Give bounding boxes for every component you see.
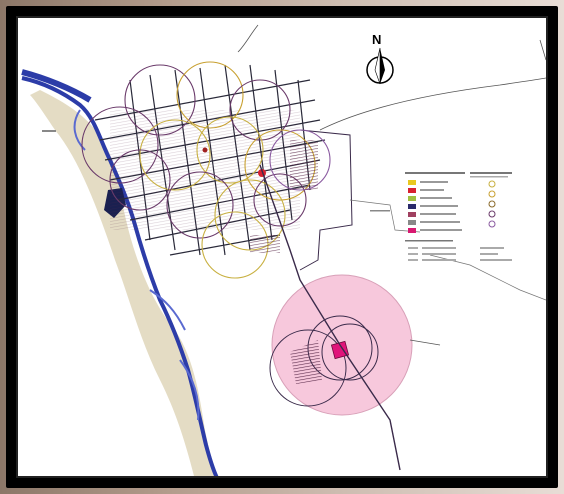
legend-swatches (408, 180, 416, 233)
river (21, 76, 219, 476)
north-arrow-icon (366, 47, 394, 85)
hatched-district-south (250, 235, 280, 253)
buffer-ring-west (269, 329, 347, 407)
legend-line-items (408, 247, 418, 261)
main-road (259, 164, 401, 471)
river-bank (21, 69, 92, 103)
river-branch (73, 109, 200, 421)
legend-circles (488, 180, 496, 228)
map-frame (16, 16, 548, 478)
branch-road (409, 339, 441, 346)
district-boundary (299, 129, 353, 271)
floodplain (30, 90, 219, 476)
north-label: N (372, 32, 382, 47)
boundary-line (237, 24, 546, 131)
map-annotations (42, 130, 390, 212)
legend (405, 172, 512, 261)
hatched-district (290, 140, 318, 190)
legend-label-lines (420, 181, 462, 231)
buffer-ring-east (321, 323, 379, 381)
facility-marker-small (202, 147, 208, 153)
hatched-site (290, 340, 322, 384)
